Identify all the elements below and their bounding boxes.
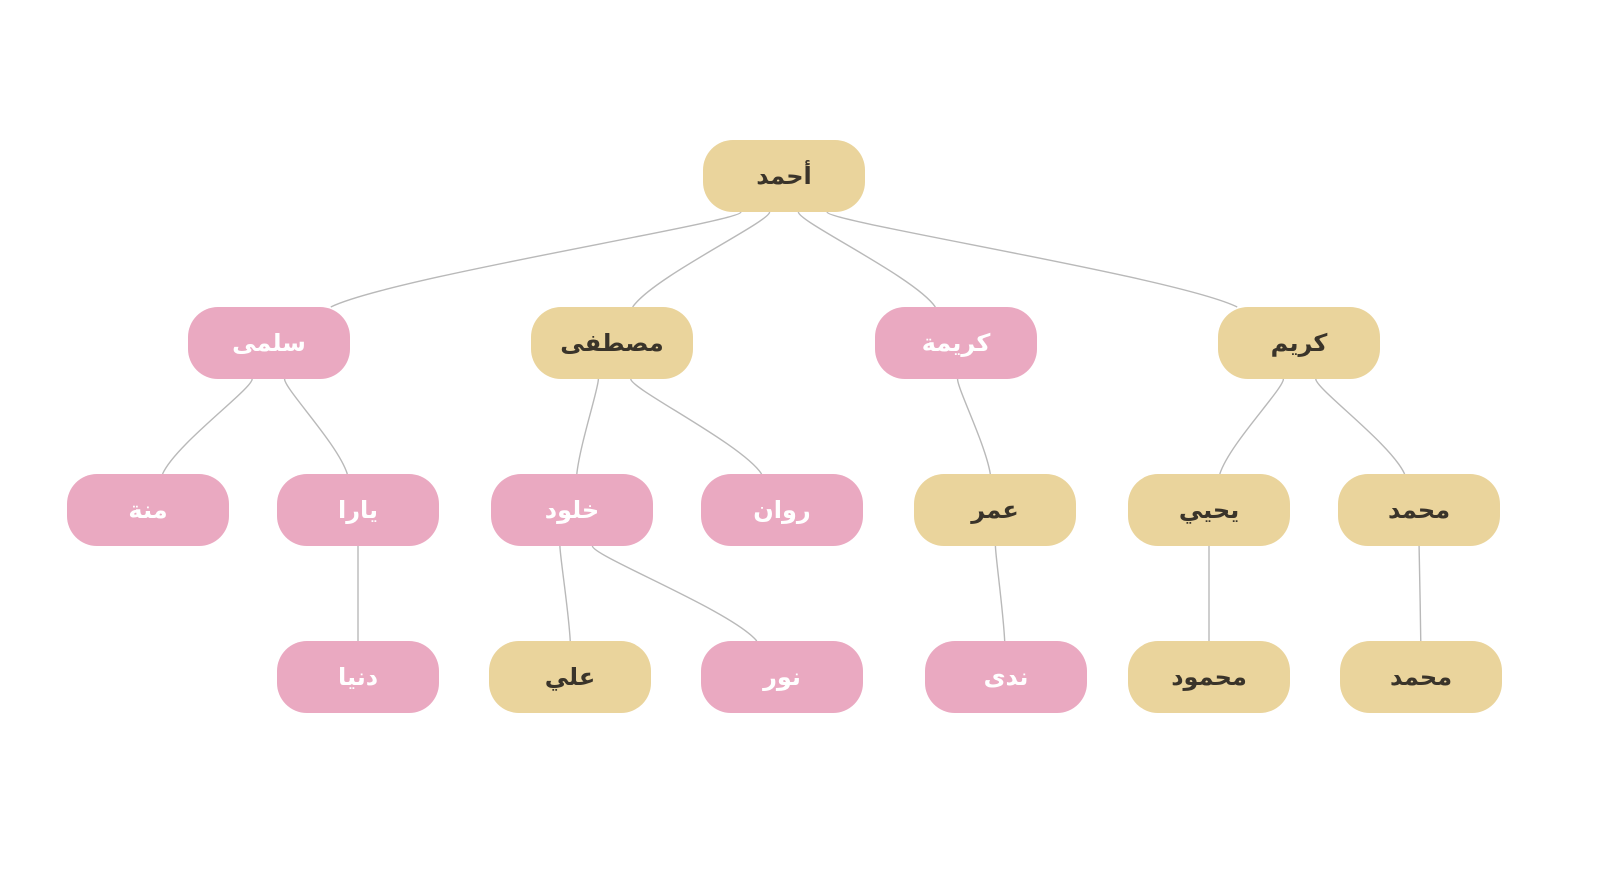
- node-2-1-1: علي: [489, 641, 651, 713]
- node-0-0-0: محمد: [1340, 641, 1502, 713]
- connector-root-to-2: [632, 211, 771, 308]
- connector-3-to-3-1: [161, 378, 253, 475]
- connector-root-to-0: [826, 211, 1238, 308]
- node-0-1-0: محمود: [1128, 641, 1290, 713]
- connector-3-to-3-0: [283, 378, 348, 475]
- node-0-1: يحيي: [1128, 474, 1290, 546]
- node-0: كريم: [1218, 307, 1380, 379]
- connector-root-to-1: [797, 211, 936, 308]
- connector-root-to-3: [330, 211, 742, 308]
- connector-1-to-1-0: [956, 378, 992, 475]
- connector-2-to-2-1: [576, 378, 600, 475]
- connector-2-1-to-2-1-0: [591, 545, 758, 642]
- node-3-0-0: دنيا: [277, 641, 439, 713]
- node-1-0: عمر: [914, 474, 1076, 546]
- connector-0-0-to-0-0-0: [1418, 545, 1422, 642]
- connector-1-0-to-1-0-0: [994, 545, 1006, 642]
- node-3-1: منة: [67, 474, 229, 546]
- node-1-0-0: ندى: [925, 641, 1087, 713]
- node-root: أحمد: [703, 140, 865, 212]
- connector-2-to-2-0: [630, 378, 763, 475]
- node-3: سلمى: [188, 307, 350, 379]
- node-0-0: محمد: [1338, 474, 1500, 546]
- node-3-0: يارا: [277, 474, 439, 546]
- connector-0-to-0-1: [1219, 378, 1285, 475]
- connector-0-to-0-0: [1315, 378, 1406, 475]
- node-1: كريمة: [875, 307, 1037, 379]
- node-2-0: روان: [701, 474, 863, 546]
- node-2-1-0: نور: [701, 641, 863, 713]
- node-2-1: خلود: [491, 474, 653, 546]
- node-2: مصطفى: [531, 307, 693, 379]
- connector-2-1-to-2-1-1: [559, 545, 571, 642]
